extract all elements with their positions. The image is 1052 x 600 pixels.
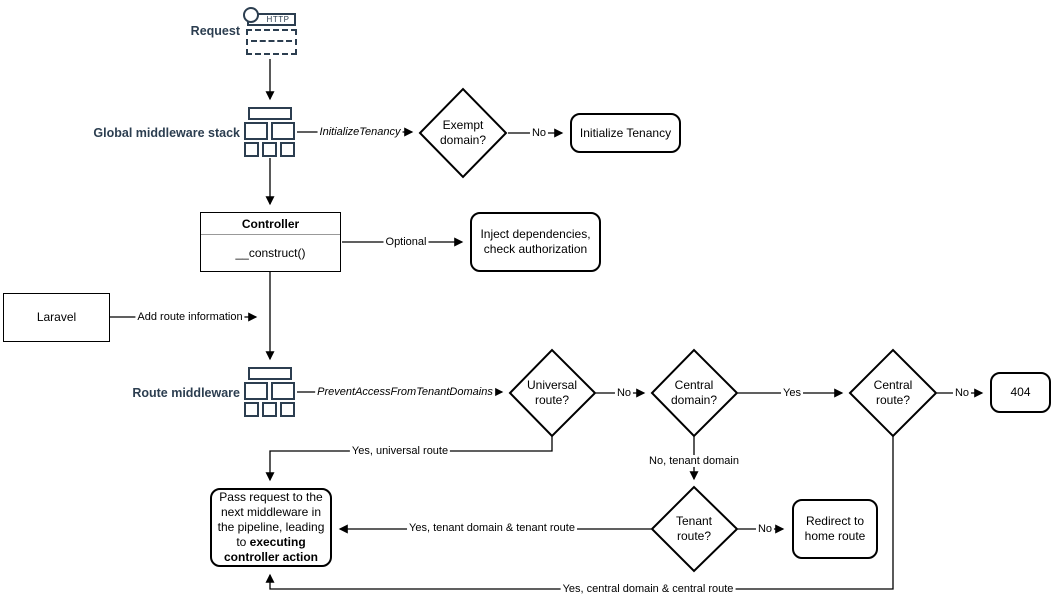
exempt-domain-text: Exempt domain? [439, 118, 487, 147]
edge-label-central-route-no: No [952, 387, 972, 399]
not-found-node: 404 [990, 372, 1051, 413]
edge-label-universal-no: No [614, 387, 634, 399]
edge-label-prevent-access: PreventAccessFromTenantDomains [315, 386, 495, 398]
pass-request-node: Pass request to the next middleware in t… [210, 488, 332, 567]
edge-label-yes-central-route: Yes, central domain & central route [560, 583, 736, 595]
edge-label-no-tenant-domain: No, tenant domain [647, 455, 741, 467]
tenant-route-diamond [650, 485, 739, 573]
initialize-tenancy-node: Initialize Tenancy [570, 113, 681, 153]
central-domain-diamond [650, 348, 739, 438]
exempt-domain-diamond [418, 87, 508, 179]
central-domain-text: Central domain? [670, 378, 718, 407]
central-route-text: Central route? [873, 378, 913, 407]
request-body-icon [246, 29, 297, 55]
edge-label-initialize-tenancy: InitializeTenancy [317, 126, 403, 138]
request-body-divider [251, 40, 292, 42]
controller-title: Controller [201, 213, 340, 235]
redirect-home-node: Redirect to home route [792, 499, 878, 559]
central-route-diamond [848, 348, 938, 438]
edge-label-yes-universal-route: Yes, universal route [349, 445, 451, 457]
inject-dependencies-node: Inject dependencies, check authorization [470, 212, 601, 272]
route-middleware-label: Route middleware [132, 386, 240, 400]
edge-label-exempt-no: No [529, 127, 549, 139]
controller-constructor: __construct() [235, 246, 306, 260]
edge-label-central-domain-yes: Yes [781, 387, 803, 399]
request-label: Request [190, 24, 240, 38]
global-middleware-label: Global middleware stack [93, 126, 240, 140]
tenant-route-text: Tenant route? [675, 514, 713, 543]
edge-label-tenant-no: No [755, 523, 775, 535]
connector-universal-route-to-pass-request [265, 436, 553, 482]
laravel-node: Laravel [3, 293, 110, 342]
universal-route-text: Universal route? [526, 378, 577, 407]
pass-request-text: Pass request to the next middleware in t… [217, 490, 325, 564]
http-request-icon: HTTP [243, 6, 297, 58]
request-circle-icon [243, 7, 259, 23]
global-middleware-stack-icon [244, 107, 296, 157]
edge-label-yes-tenant-route: Yes, tenant domain & tenant route [407, 522, 577, 534]
edge-label-add-route-info: Add route information [135, 311, 245, 323]
edge-label-optional: Optional [383, 236, 429, 248]
http-bar-icon: HTTP [247, 13, 296, 26]
universal-route-diamond [508, 348, 597, 438]
controller-node: Controller __construct() [200, 212, 341, 272]
route-middleware-stack-icon [244, 367, 296, 417]
